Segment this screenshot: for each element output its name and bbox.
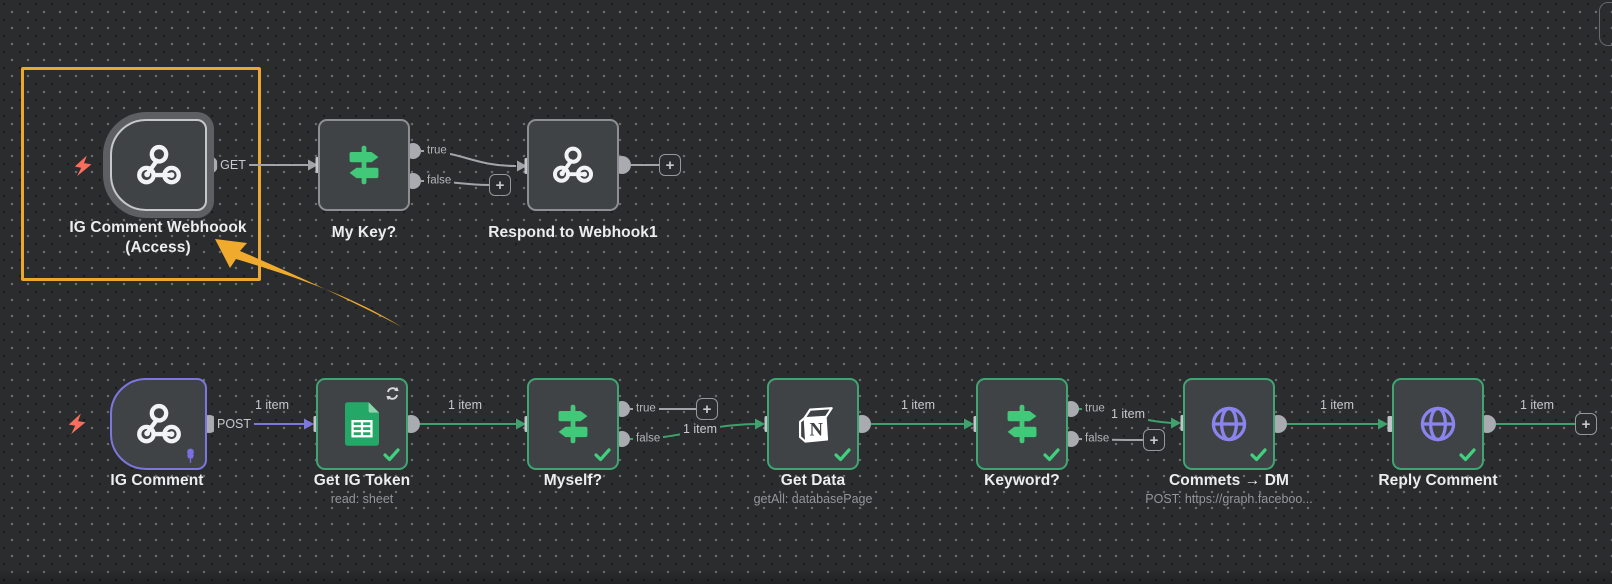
node-label: IG Comment <box>110 472 204 489</box>
node-label: Get Data <box>780 472 846 489</box>
node-my-key[interactable] <box>318 119 410 211</box>
webhook-icon <box>136 142 182 188</box>
node-get-ig-token[interactable] <box>316 378 408 470</box>
http-globe-icon <box>1207 402 1251 446</box>
node-myself[interactable] <box>527 378 619 470</box>
pinned-data-pin-icon <box>183 448 198 464</box>
branch-label-true: true <box>424 143 450 159</box>
node-keyword[interactable] <box>976 378 1068 470</box>
add-node-button[interactable]: + <box>659 154 681 176</box>
branch-label-false: false <box>1082 431 1113 447</box>
node-commets-dm[interactable] <box>1183 378 1275 470</box>
node-subtitle: POST: https://graph.faceboo... <box>1145 492 1313 506</box>
if-signpost-icon <box>551 402 595 446</box>
bottom-edge-shade <box>0 568 1612 584</box>
highlight-rectangle <box>21 67 261 281</box>
success-check-icon <box>1043 448 1060 462</box>
add-node-button[interactable]: + <box>489 174 511 196</box>
success-check-icon <box>594 448 611 462</box>
endpoint-label: GET <box>217 156 249 174</box>
svg-text:N: N <box>809 420 823 441</box>
canvas-control-panel[interactable] <box>1599 2 1612 46</box>
node-label: Commets → DM <box>1168 472 1290 489</box>
branch-label-true: true <box>633 401 659 417</box>
node-label: IG Comment Webhoook (Access) <box>69 219 247 256</box>
webhook-icon <box>136 401 182 447</box>
add-node-button[interactable]: + <box>1143 429 1165 451</box>
node-respond-to-webhook1[interactable] <box>527 119 619 211</box>
webhook-icon <box>552 144 594 186</box>
notion-icon: N <box>790 401 836 447</box>
http-globe-icon <box>1416 402 1460 446</box>
node-label: Get IG Token <box>313 472 411 489</box>
connection-commets-to-reply[interactable] <box>1287 418 1388 430</box>
branch-label-false: false <box>633 431 664 447</box>
items-count-label: 1 item <box>1319 397 1355 412</box>
endpoint-label: POST <box>213 415 255 433</box>
retry-loop-icon <box>385 386 400 401</box>
node-label: My Key? <box>331 224 397 241</box>
connection-token-to-myself[interactable] <box>420 418 526 430</box>
node-subtitle: getAll: databasePage <box>753 492 873 506</box>
success-check-icon <box>1459 448 1476 462</box>
node-subtitle: read: sheet <box>330 492 394 506</box>
node-label: Respond to Webhook1 <box>488 224 658 241</box>
google-sheets-icon <box>345 402 379 446</box>
trigger-lightning-icon <box>75 155 92 177</box>
items-count-label: 1 item <box>254 397 290 412</box>
node-label: Reply Comment <box>1378 472 1498 489</box>
items-count-label: 1 item <box>679 421 721 437</box>
node-ig-comment-webhook-access[interactable] <box>110 119 207 211</box>
items-count-label: 1 item <box>900 397 936 412</box>
items-count-label: 1 item <box>1107 406 1149 422</box>
success-check-icon <box>383 448 400 462</box>
items-count-label: 1 item <box>1519 397 1555 412</box>
connection-getdata-to-keyword[interactable] <box>871 418 974 430</box>
branch-label-false: false <box>424 173 455 189</box>
if-signpost-icon <box>1000 402 1044 446</box>
success-check-icon <box>1250 448 1267 462</box>
success-check-icon <box>834 448 851 462</box>
node-ig-comment[interactable] <box>110 378 207 470</box>
trigger-lightning-icon <box>69 413 86 435</box>
add-node-button[interactable]: + <box>696 398 718 420</box>
node-label: Myself? <box>543 472 603 489</box>
node-get-data[interactable]: N <box>767 378 859 470</box>
node-label: Keyword? <box>984 472 1060 489</box>
items-count-label: 1 item <box>447 397 483 412</box>
branch-label-true: true <box>1082 401 1108 417</box>
add-node-button[interactable]: + <box>1575 413 1597 435</box>
node-reply-comment[interactable] <box>1392 378 1484 470</box>
if-signpost-icon <box>342 143 386 187</box>
